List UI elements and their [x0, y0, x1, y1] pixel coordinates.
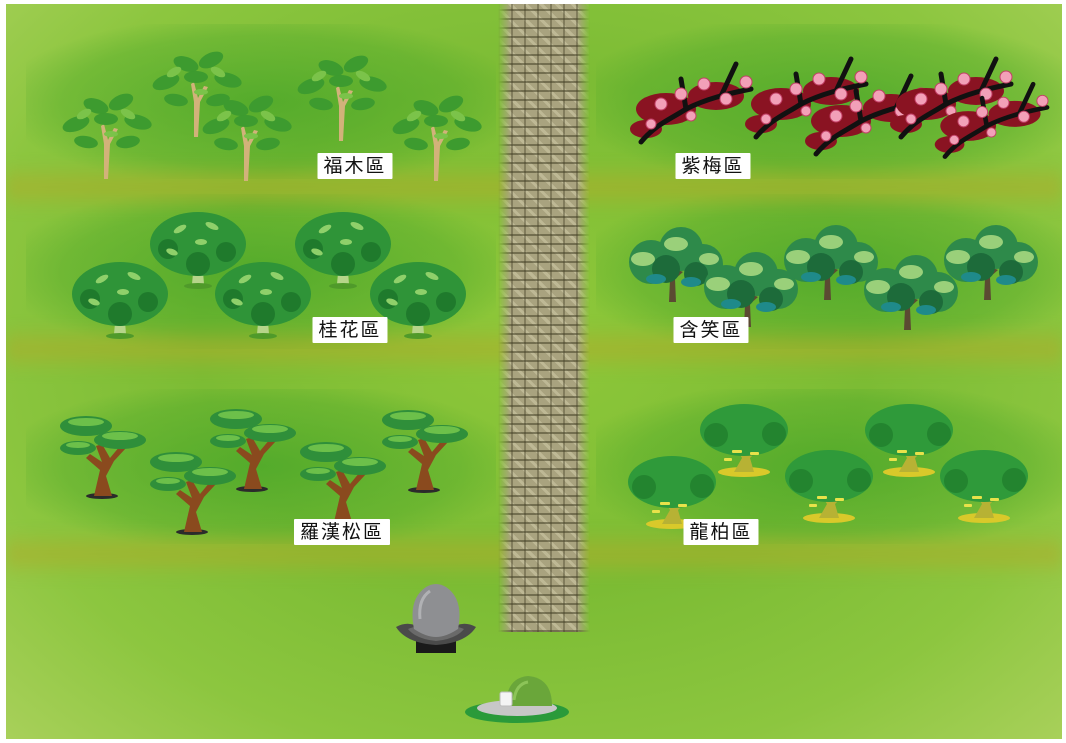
plum-blossom-tree-icon	[931, 74, 1061, 164]
area-label-luohansong[interactable]: 羅漢松區	[294, 519, 390, 545]
podocarpus-pine-icon	[206, 399, 301, 494]
area-label-longbai[interactable]: 龍柏區	[683, 519, 758, 545]
banana-shrub-tree-icon	[936, 222, 1041, 302]
podocarpus-pine-icon	[296, 432, 391, 527]
fukugi-tree-icon	[291, 46, 391, 146]
podocarpus-pine-icon	[378, 400, 473, 495]
area-label-zimei[interactable]: 紫梅區	[675, 153, 750, 179]
podocarpus-pine-icon	[56, 406, 151, 501]
fukugi-tree-icon	[196, 86, 296, 186]
fukugi-tree-icon	[56, 84, 156, 184]
grass-mound-plaque-icon[interactable]	[462, 672, 572, 727]
memorial-garden-map: 福木區 紫梅區 桂花區 含笑區 羅漢松區 龍柏區	[6, 4, 1062, 739]
lotus-memorial-stone-icon[interactable]	[386, 579, 486, 659]
area-label-fumu[interactable]: 福木區	[317, 153, 392, 179]
juniper-tree-icon	[936, 446, 1036, 526]
area-label-hanxiao[interactable]: 含笑區	[673, 317, 748, 343]
stone-path	[498, 4, 590, 632]
fukugi-tree-icon	[386, 86, 486, 186]
area-label-guihua[interactable]: 桂花區	[312, 317, 387, 343]
